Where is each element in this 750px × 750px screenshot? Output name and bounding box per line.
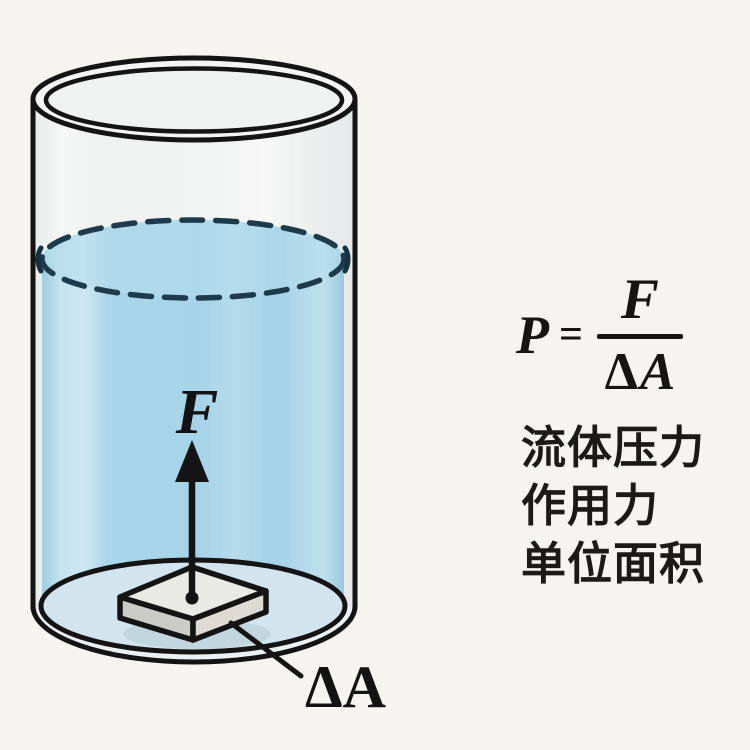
glass-bottom-outline (30, 603, 358, 665)
formula-pressure-symbol: P (516, 305, 549, 365)
formula-denominator-area: Δ A (605, 339, 676, 399)
formula-numerator-force: F (620, 268, 659, 331)
formula-fraction: F Δ A (596, 268, 683, 399)
force-arrow-head (175, 440, 209, 482)
legend-applied-force: 作用力 (521, 480, 660, 531)
water-surface-right-edge (342, 245, 351, 274)
area-label: ΔA (305, 654, 386, 720)
legend-unit-area: 单位面积 (521, 538, 706, 589)
water-body (42, 220, 344, 604)
legend-text: 流体压力 作用力 单位面积 (521, 419, 705, 593)
formula-equals-sign: = (559, 312, 583, 358)
delta-symbol: Δ (604, 343, 638, 401)
force-arrow (175, 440, 209, 605)
water-surface-left-edge (35, 245, 44, 274)
force-arrow-base-dot (185, 591, 199, 605)
area-leader-line (228, 620, 304, 679)
fraction-bar (596, 334, 683, 339)
cylinder-diagram: F ΔA (30, 55, 386, 720)
water-surface (39, 217, 347, 301)
pressure-formula: P = F Δ A (516, 271, 683, 399)
legend-fluid-pressure: 流体压力 (521, 422, 706, 473)
area-letter: A (639, 343, 676, 401)
force-label: F (175, 376, 219, 447)
rim-inner (43, 66, 345, 134)
